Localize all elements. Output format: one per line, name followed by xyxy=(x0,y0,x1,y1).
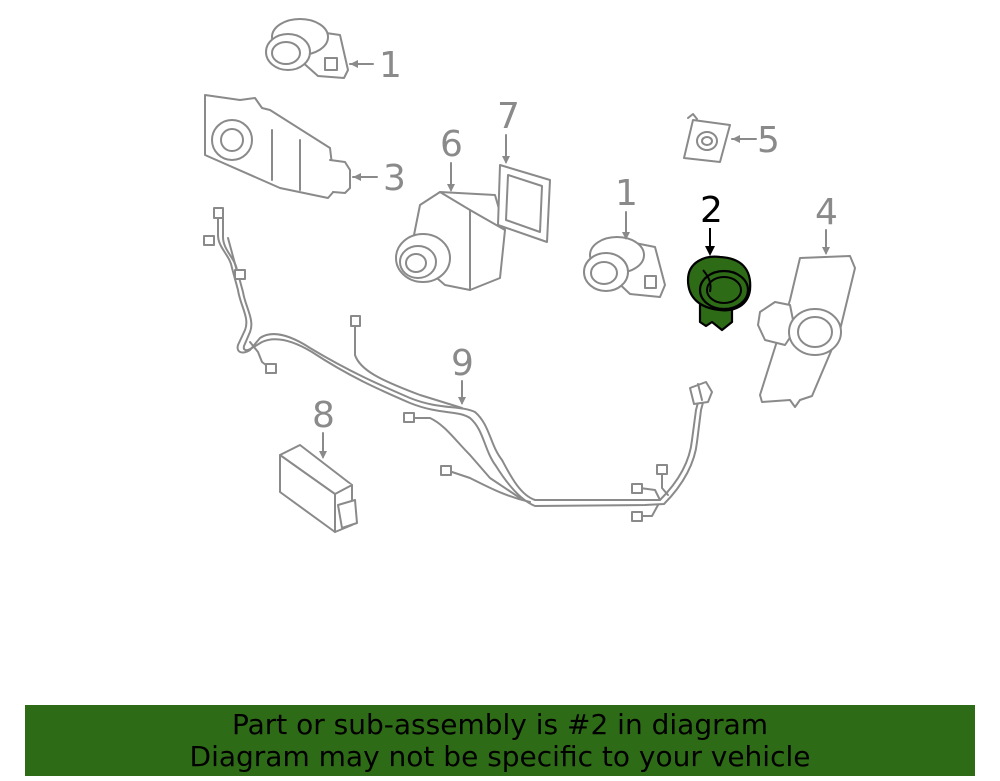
part-6-camera[interactable] xyxy=(395,191,506,291)
arrow-1b xyxy=(622,232,630,240)
arrow-5 xyxy=(732,135,740,143)
banner-line-2: Diagram may not be specific to your vehi… xyxy=(189,740,811,773)
part-2-sensor-highlighted[interactable] xyxy=(686,255,752,332)
arrow-2 xyxy=(705,246,715,256)
arrow-7 xyxy=(502,156,510,164)
callout-8: 8 xyxy=(312,395,335,436)
part-3-bracket[interactable] xyxy=(204,94,351,199)
part-4-housing[interactable] xyxy=(757,255,856,408)
callout-1-top: 1 xyxy=(379,45,402,86)
callout-3: 3 xyxy=(383,158,406,199)
banner-line-1: Part or sub-assembly is #2 in diagram xyxy=(231,708,769,741)
arrow-1a xyxy=(350,60,358,68)
arrow-4 xyxy=(822,247,830,255)
parts-diagram: 1 3 6 7 5 xyxy=(203,18,856,533)
arrow-9 xyxy=(458,397,466,405)
callout-6: 6 xyxy=(440,124,463,165)
callout-2: 2 xyxy=(700,190,723,231)
part-1-middle-sensor[interactable] xyxy=(583,236,666,298)
callout-1-middle: 1 xyxy=(615,173,638,214)
callout-7: 7 xyxy=(497,96,520,137)
part-1-top-sensor[interactable] xyxy=(265,18,349,79)
arrow-8 xyxy=(319,451,327,459)
part-5-pad[interactable] xyxy=(683,113,731,163)
part-8-control-module[interactable] xyxy=(279,444,358,533)
part-7-gasket[interactable] xyxy=(497,164,551,243)
part-9-wiring-harness[interactable] xyxy=(203,207,713,522)
callout-5: 5 xyxy=(757,120,780,161)
info-banner: Part or sub-assembly is #2 in diagram Di… xyxy=(25,705,975,776)
callout-9: 9 xyxy=(451,343,474,384)
callout-4: 4 xyxy=(815,192,838,233)
arrow-6 xyxy=(447,184,455,192)
arrow-3 xyxy=(353,173,361,181)
